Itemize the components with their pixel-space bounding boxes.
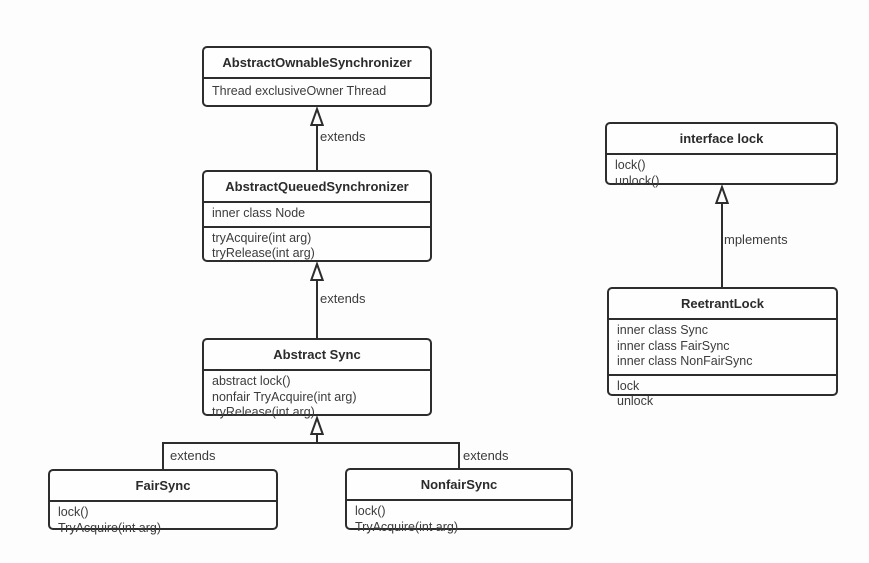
edge-label-extends: extends	[170, 448, 216, 463]
methods-compartment: lock() TryAcquire(int arg)	[347, 499, 571, 539]
class-member: TryAcquire(int arg)	[58, 520, 162, 535]
edge-label-extends: extends	[320, 291, 366, 306]
class-title-text: AbstractOwnableSynchronizer	[222, 54, 412, 70]
class-title: Abstract Sync	[273, 346, 361, 362]
class-member: lock()	[58, 505, 89, 519]
edge-label-extends: extends	[320, 129, 366, 144]
hollow-arrowhead-icon	[309, 106, 325, 126]
methods-compartment: tryAcquire(int arg) tryRelease(int arg)	[204, 225, 430, 266]
edge-label-extends: extends	[463, 448, 509, 463]
attributes-compartment: inner class Sync inner class FairSync in…	[609, 318, 836, 374]
class-member: unlock()	[615, 173, 660, 188]
class-member: inner class FairSync	[617, 338, 730, 353]
class-member: TryAcquire(int arg)	[355, 519, 459, 534]
class-title: ReetrantLock	[680, 295, 765, 311]
class-member: inner class NonFairSync	[617, 354, 753, 368]
class-interface-lock: interface lock lock() unlock()	[605, 122, 838, 188]
methods-compartment: lock() TryAcquire(int arg)	[50, 500, 276, 540]
methods-compartment: lock() unlock()	[607, 153, 836, 193]
class-member: tryAcquire(int arg)	[212, 230, 312, 245]
class-member: tryRelease(int arg)	[212, 405, 315, 419]
class-abstract-ownable-synchronizer: AbstractOwnableSynchronizer Thread exclu…	[202, 46, 432, 107]
hollow-arrowhead-icon	[309, 261, 325, 281]
attributes-compartment: inner class Node	[204, 201, 430, 226]
class-title: FairSync	[135, 477, 191, 493]
class-fair-sync: FairSync lock() TryAcquire(int arg)	[48, 469, 278, 535]
class-member: lock	[617, 378, 640, 393]
attributes-compartment: Thread exclusiveOwner Thread	[204, 77, 430, 105]
methods-compartment: lock unlock	[609, 373, 836, 414]
class-member: inner class Sync	[617, 323, 709, 337]
class-title: interface lock	[679, 130, 764, 146]
class-title: AbstractQueuedSynchronizer	[225, 178, 409, 194]
class-member: tryRelease(int arg)	[212, 246, 315, 260]
class-member: Thread exclusiveOwner Thread	[212, 83, 387, 98]
class-member: unlock	[617, 394, 654, 408]
class-abstract-queued-synchronizer: AbstractQueuedSynchronizer inner class N…	[202, 170, 432, 262]
methods-compartment: abstract lock() nonfair TryAcquire(int a…	[204, 369, 430, 425]
class-member: lock()	[355, 504, 386, 518]
class-member: abstract lock()	[212, 374, 291, 388]
class-title: NonfairSync	[420, 476, 498, 492]
class-member: inner class Node	[212, 206, 306, 220]
class-title: AbstractOwnableSynchronizer	[204, 48, 430, 77]
class-nonfair-sync: NonfairSync lock() TryAcquire(int arg)	[345, 468, 573, 534]
edge-label-implements: mplements	[724, 232, 788, 247]
class-reetrant-lock: ReetrantLock inner class Sync inner clas…	[607, 287, 838, 408]
class-member: lock()	[615, 158, 646, 172]
class-abstract-sync: Abstract Sync abstract lock() nonfair Tr…	[202, 338, 432, 419]
class-member: nonfair TryAcquire(int arg)	[212, 389, 357, 404]
